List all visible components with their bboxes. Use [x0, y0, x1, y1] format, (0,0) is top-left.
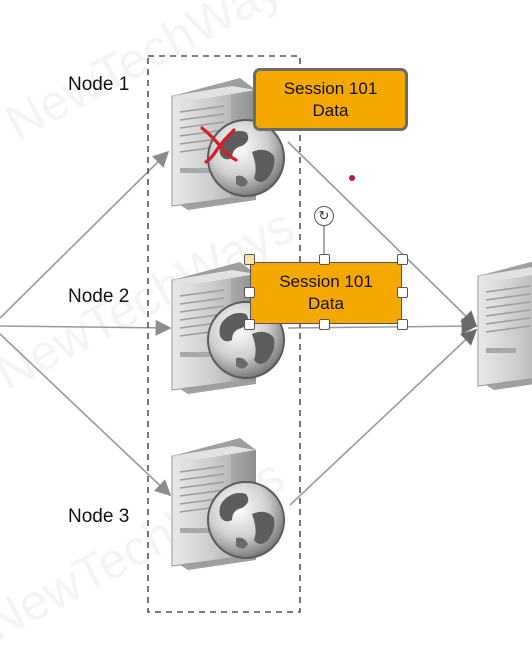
resize-handle-top-mid[interactable] — [319, 254, 330, 265]
node3-server — [171, 437, 285, 571]
badge-line2: Data — [308, 294, 344, 313]
resize-handle-mid-right[interactable] — [397, 287, 408, 298]
resize-handle-bottom-mid[interactable] — [319, 319, 330, 330]
globe-icon — [207, 119, 285, 197]
connector-client-node1 — [0, 150, 170, 319]
resize-handle-bottom-left[interactable] — [244, 319, 255, 330]
badge-line2: Data — [312, 100, 349, 120]
resize-handle-bottom-right[interactable] — [397, 319, 408, 330]
resize-handle-top-left[interactable] — [244, 254, 255, 265]
connector-node3-backend — [289, 328, 478, 506]
node2-label: Node 2 — [68, 286, 130, 307]
globe-icon — [207, 481, 285, 559]
node3-label: Node 3 — [68, 506, 130, 527]
resize-handle-top-right[interactable] — [397, 254, 408, 265]
failure-x-icon — [200, 126, 238, 164]
rotate-handle-icon[interactable]: ↻ — [314, 206, 334, 226]
connector-client-node2 — [0, 319, 172, 336]
badge-line1: Session 101 — [279, 272, 373, 291]
client-connectors — [0, 150, 172, 497]
connector-node1-backend — [287, 141, 478, 328]
resize-handle-mid-left[interactable] — [244, 287, 255, 298]
pointer-dot — [349, 175, 355, 181]
connector-node2-backend — [287, 318, 478, 335]
badge-line1: Session 101 — [283, 78, 378, 98]
session-data-badge-node2[interactable]: Session 101 Data — [250, 262, 402, 324]
connector-client-node3 — [0, 333, 172, 497]
node1-server — [171, 77, 285, 211]
server-icon — [477, 257, 532, 391]
backend-server — [477, 257, 532, 391]
node1-label: Node 1 — [68, 74, 130, 95]
session-data-badge-node1[interactable]: Session 101 Data — [253, 68, 408, 131]
cluster-boundary — [147, 55, 301, 613]
